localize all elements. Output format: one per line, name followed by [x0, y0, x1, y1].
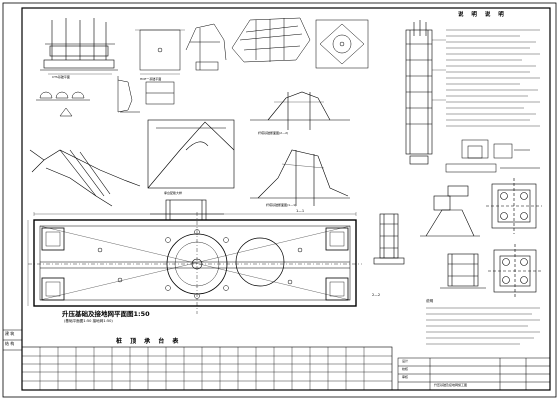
- section-label-2-2: 2—2: [372, 293, 381, 297]
- detail-symbols: [36, 76, 175, 117]
- detail-rebar-column: [373, 213, 405, 265]
- pile-cap-plan-upper: [486, 178, 542, 234]
- notes-lower: [426, 307, 540, 345]
- pile-cap-table: [21, 346, 393, 391]
- table-title: 桩 顶 承 台 表: [116, 338, 182, 345]
- section-label-1-1: 1—1: [296, 209, 305, 213]
- outer-border: [2, 2, 557, 398]
- notes-heading: 说明: [426, 299, 434, 303]
- foundation-plan: [27, 212, 362, 314]
- caption-cap-detail: 承台配筋大样: [164, 191, 183, 195]
- side-label-architecture: 建 筑: [5, 331, 15, 336]
- caption-section-1-1: 杆塔基础断面图(1—1): [266, 203, 297, 207]
- section-hill-profile: [120, 111, 235, 189]
- side-label-structure: 结 构: [5, 341, 15, 346]
- detail-hatched-beam: [231, 17, 311, 63]
- notes-block: [446, 29, 540, 127]
- detail-rotated-square: [315, 19, 369, 69]
- title-block-drawing-name: 升压基础及接地网施工图: [434, 383, 468, 387]
- title-block: [397, 357, 551, 391]
- title-block-designer: 设计: [402, 359, 409, 363]
- detail-foundation-b: [440, 253, 486, 289]
- title-block-reviewer: 审核: [402, 375, 409, 379]
- left-strip: [3, 329, 22, 351]
- detail-square-plan: [135, 29, 185, 75]
- plan-subtitle: (基础平面图1:50 接地网1:50): [64, 319, 113, 323]
- detail-socket: [445, 139, 540, 173]
- section-2-2: [250, 91, 350, 130]
- section-1-1: [250, 149, 350, 206]
- pile-cap-plan-lower: [488, 244, 542, 298]
- detail-foundation-a: [420, 185, 480, 237]
- caption-section-2-2: 杆塔基础断面图(2—2): [258, 131, 289, 135]
- section-slope-left: [29, 149, 141, 207]
- detail-anchor-bolts: [40, 18, 118, 75]
- notes-title: 说 明 说 明: [458, 12, 507, 18]
- title-block-checker: 校核: [402, 367, 409, 371]
- detail-section-small: [185, 23, 227, 71]
- caption-hce-plan: HCE一基础平面: [140, 77, 162, 81]
- caption-cts-plan: CTS基础平面: [52, 75, 70, 79]
- plan-title: 升压基础及接地网平面图1:50: [62, 310, 150, 318]
- pile-elevation: [405, 20, 446, 165]
